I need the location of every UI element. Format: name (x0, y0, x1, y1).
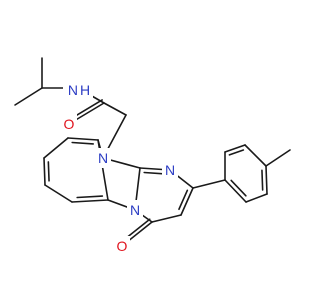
amide-hydrogen-label: H (80, 82, 90, 98)
label-bg (61, 114, 77, 134)
bond-line (47, 161, 50, 182)
bond-line (265, 149, 291, 167)
bond-line (230, 179, 247, 197)
bond-line (178, 189, 189, 211)
bond-line (244, 144, 267, 167)
bond-line (261, 169, 264, 191)
chemical-structure: N H O N N N O (14, 57, 291, 256)
bond-line (143, 171, 167, 175)
bond-line (44, 184, 73, 203)
imidazole-nitrogen-label: N (98, 150, 108, 166)
bond-line (245, 193, 268, 203)
bond-line (43, 137, 69, 159)
bond-line (14, 87, 43, 106)
bond-line (224, 144, 246, 153)
pyrimidine-nitrogen-label: N (165, 162, 175, 178)
bond-line (67, 137, 99, 141)
label-bg (114, 236, 130, 256)
bond-line (71, 199, 109, 203)
bond-line (43, 157, 46, 186)
label-bg (127, 200, 143, 220)
label-bg (63, 78, 93, 100)
bond-line (71, 141, 95, 145)
bond-line (265, 165, 268, 195)
bond-line (224, 179, 247, 203)
amide-oxygen-label: O (64, 116, 75, 132)
bond-line (76, 195, 104, 199)
amide-nitrogen-label: N (68, 82, 78, 98)
bond-line (103, 102, 127, 116)
bond-line (180, 187, 194, 216)
bond-line (192, 179, 226, 189)
bond-line (228, 149, 245, 156)
bridgehead-nitrogen-label: N (130, 202, 140, 218)
label-bg (95, 148, 111, 168)
label-bg (162, 160, 178, 180)
bond-lines (14, 57, 291, 247)
atom-labels: N H O N N N O (61, 78, 178, 256)
bond-line (151, 214, 182, 223)
ketone-oxygen-label: O (117, 238, 128, 254)
